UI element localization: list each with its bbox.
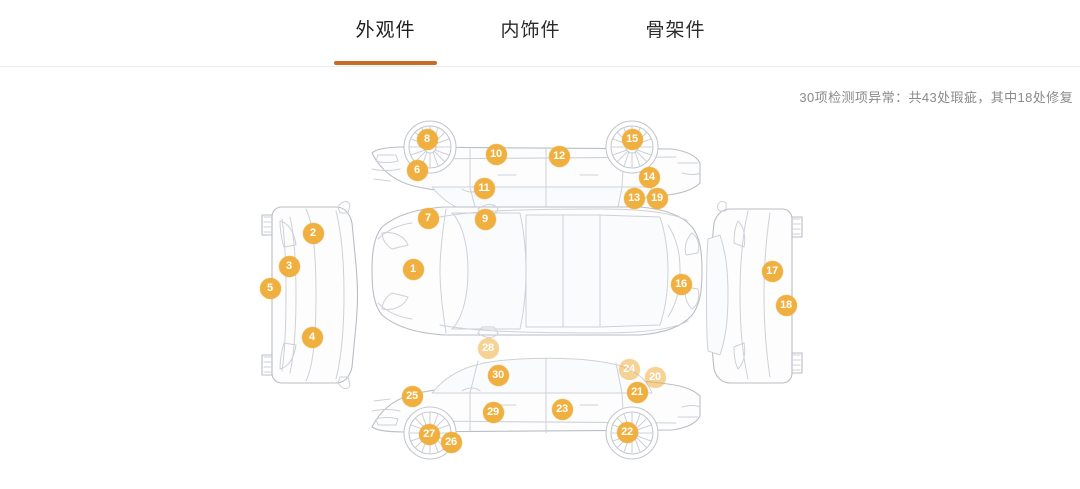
- defect-marker-26[interactable]: 26: [440, 431, 462, 453]
- defect-marker-6[interactable]: 6: [406, 159, 428, 181]
- defect-marker-2[interactable]: 2: [302, 222, 324, 244]
- tab-interior-parts-label: 内饰件: [500, 19, 561, 41]
- defect-marker-14[interactable]: 14: [638, 166, 660, 188]
- defect-marker-24[interactable]: 24: [618, 358, 640, 380]
- defect-marker-1[interactable]: 1: [402, 258, 424, 280]
- defect-marker-18[interactable]: 18: [775, 294, 797, 316]
- vehicle-diagram-svg: [261, 120, 803, 460]
- tab-active-underline: [334, 61, 437, 65]
- defect-marker-13[interactable]: 13: [623, 187, 645, 209]
- defect-marker-19[interactable]: 19: [646, 187, 668, 209]
- defect-marker-15[interactable]: 15: [621, 128, 643, 150]
- defect-marker-16[interactable]: 16: [670, 273, 692, 295]
- defect-marker-8[interactable]: 8: [416, 128, 438, 150]
- defect-marker-22[interactable]: 22: [616, 421, 638, 443]
- view-roof: [371, 204, 703, 338]
- defect-marker-27[interactable]: 27: [418, 423, 440, 445]
- tab-bar-divider: [0, 66, 1080, 67]
- defect-marker-12[interactable]: 12: [548, 145, 570, 167]
- defect-marker-29[interactable]: 29: [482, 401, 504, 423]
- defect-marker-3[interactable]: 3: [278, 255, 300, 277]
- tab-exterior-parts[interactable]: 外观件: [334, 0, 437, 66]
- defect-marker-10[interactable]: 10: [485, 143, 507, 165]
- inspection-summary-text: 30项检测项异常：共43处瑕疵，其中18处修复: [799, 90, 1073, 105]
- defect-marker-11[interactable]: 11: [473, 177, 495, 199]
- tab-list: 外观件 内饰件 骨架件: [334, 0, 727, 66]
- defect-marker-4[interactable]: 4: [301, 326, 323, 348]
- defect-marker-20[interactable]: 20: [644, 366, 666, 388]
- defect-marker-9[interactable]: 9: [474, 208, 496, 230]
- tab-bar: 外观件 内饰件 骨架件: [0, 0, 1080, 67]
- defect-marker-30[interactable]: 30: [487, 364, 509, 386]
- tab-frame-parts[interactable]: 骨架件: [624, 0, 727, 66]
- defect-marker-28[interactable]: 28: [477, 337, 499, 359]
- defect-marker-7[interactable]: 7: [417, 207, 439, 229]
- defect-marker-17[interactable]: 17: [761, 260, 783, 282]
- view-front: [261, 200, 359, 390]
- defect-marker-5[interactable]: 5: [259, 277, 281, 299]
- defect-marker-21[interactable]: 21: [626, 381, 648, 403]
- defect-marker-25[interactable]: 25: [401, 385, 423, 407]
- tab-interior-parts[interactable]: 内饰件: [479, 0, 582, 66]
- view-rear: [706, 200, 803, 384]
- defect-marker-23[interactable]: 23: [551, 398, 573, 420]
- tab-exterior-parts-label: 外观件: [355, 19, 416, 41]
- tab-frame-parts-label: 骨架件: [645, 19, 706, 41]
